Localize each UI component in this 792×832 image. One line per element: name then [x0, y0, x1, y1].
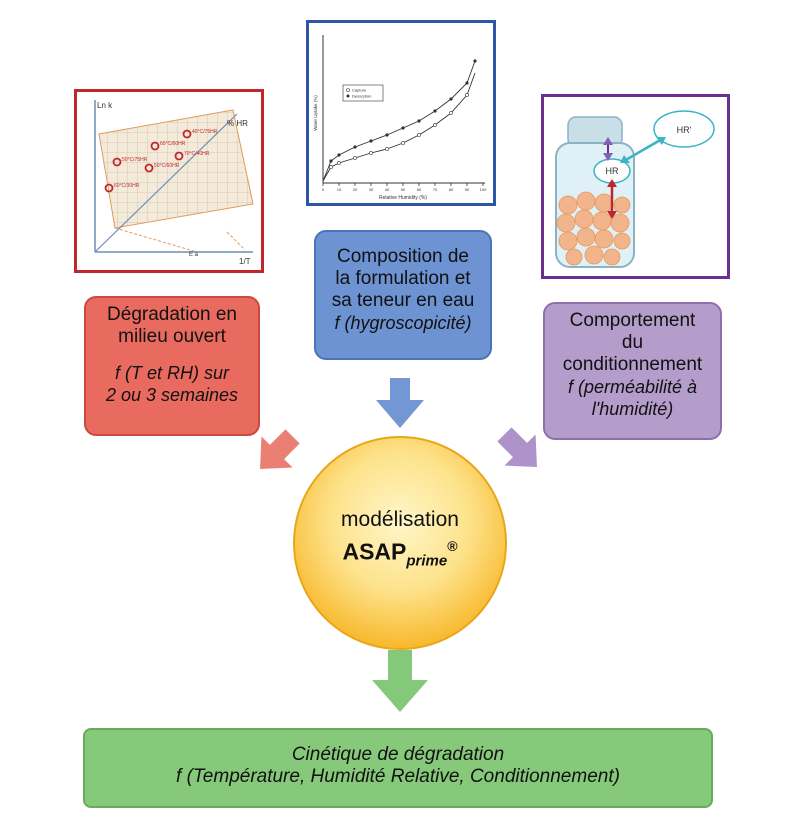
composition-line-1: Composition de [336, 246, 470, 267]
svg-text:Desorption: Desorption [352, 94, 371, 99]
packaging-italic-2: l'humidité) [591, 399, 674, 419]
svg-text:100: 100 [480, 187, 487, 192]
data-point [144, 163, 154, 173]
kinetics-line-1: Cinétique de dégradation [291, 744, 505, 765]
hr-inner-label: HR [606, 166, 619, 176]
svg-text:80: 80 [449, 187, 454, 192]
svg-text:60°C/60HR: 60°C/60HR [160, 141, 186, 147]
svg-text:Capture: Capture [352, 88, 367, 93]
registered-mark: ® [447, 538, 458, 554]
svg-text:50°C/75HR: 50°C/75HR [122, 157, 148, 163]
svg-text:60: 60 [417, 187, 422, 192]
sorption-chart: 0 10 20 30 40 50 60 70 80 90 100 Relativ… [313, 35, 487, 201]
model-brand: ASAPprime® [300, 532, 500, 575]
svg-text:90: 90 [465, 187, 470, 192]
data-point [182, 129, 192, 139]
right-image-frame: HR HR' [541, 94, 730, 279]
y-axis-label: Water Uptake (%) [313, 95, 318, 131]
svg-text:40: 40 [385, 187, 390, 192]
blue-arrow [376, 378, 424, 428]
brand-text: ASAP [342, 538, 407, 565]
composition-box: Composition de la formulation et sa tene… [314, 230, 492, 360]
model-text: modélisation ASAPprime® [300, 508, 500, 575]
y-axis-label: Ln k [97, 101, 113, 110]
svg-text:70°C/40HR: 70°C/40HR [184, 151, 210, 157]
hr-outer-label: HR' [677, 125, 692, 135]
legend [342, 84, 384, 102]
green-arrow [372, 650, 428, 712]
svg-text:40°C/75HR: 40°C/75HR [192, 129, 218, 135]
plane-label: % HR [227, 119, 248, 128]
svg-text:50°C/60HR: 50°C/60HR [154, 163, 180, 169]
degradation-box: Dégradation en milieu ouvert f (T et RH)… [84, 296, 260, 436]
kinetics-line-2: f (Température, Humidité Relative, Condi… [176, 766, 620, 787]
center-image-frame: 0 10 20 30 40 50 60 70 80 90 100 Relativ… [306, 20, 496, 206]
x-axis-label: Relative Humidity (%) [379, 195, 427, 201]
composition-line-3: sa teneur en eau [331, 290, 475, 311]
brand-sub: prime [406, 552, 448, 570]
data-point [104, 183, 114, 193]
packaging-line-3: conditionnement [562, 354, 703, 375]
data-point [112, 157, 122, 167]
svg-text:50: 50 [401, 187, 406, 192]
composition-italic-1: f (hygroscopicité) [334, 313, 472, 333]
svg-text:20: 20 [353, 187, 358, 192]
packaging-line-2: du [621, 332, 644, 353]
svg-text:0: 0 [322, 187, 325, 192]
degradation-line-2: milieu ouvert [118, 326, 226, 347]
svg-text:70: 70 [433, 187, 438, 192]
model-line-1: modélisation [341, 508, 459, 531]
degradation-italic-2: 2 ou 3 semaines [105, 385, 239, 405]
degradation-italic-1: f (T et RH) sur [114, 363, 229, 383]
svg-text:10: 10 [337, 187, 342, 192]
composition-line-2: la formulation et [335, 268, 471, 289]
degradation-line-1: Dégradation en [107, 304, 237, 325]
packaging-illustration: HR HR' [555, 110, 715, 268]
svg-text:60°C/30HR: 60°C/30HR [114, 183, 140, 189]
x-axis-label: 1/T [239, 257, 251, 266]
arrhenius-plot: 60°C/60HR 50°C/75HR 70°C/40HR 50°C/60HR … [94, 100, 254, 266]
data-point [174, 151, 184, 161]
packaging-line-1: Comportement [569, 310, 696, 331]
svg-text:30: 30 [369, 187, 374, 192]
data-point [150, 141, 160, 151]
left-image-frame: 60°C/60HR 50°C/75HR 70°C/40HR 50°C/60HR … [74, 89, 264, 273]
ea-label: E a [189, 252, 199, 258]
kinetics-box: Cinétique de dégradation f (Température,… [83, 728, 713, 808]
packaging-box: Comportement du conditionnement f (permé… [543, 302, 722, 440]
packaging-italic-1: f (perméabilité à [567, 377, 698, 397]
